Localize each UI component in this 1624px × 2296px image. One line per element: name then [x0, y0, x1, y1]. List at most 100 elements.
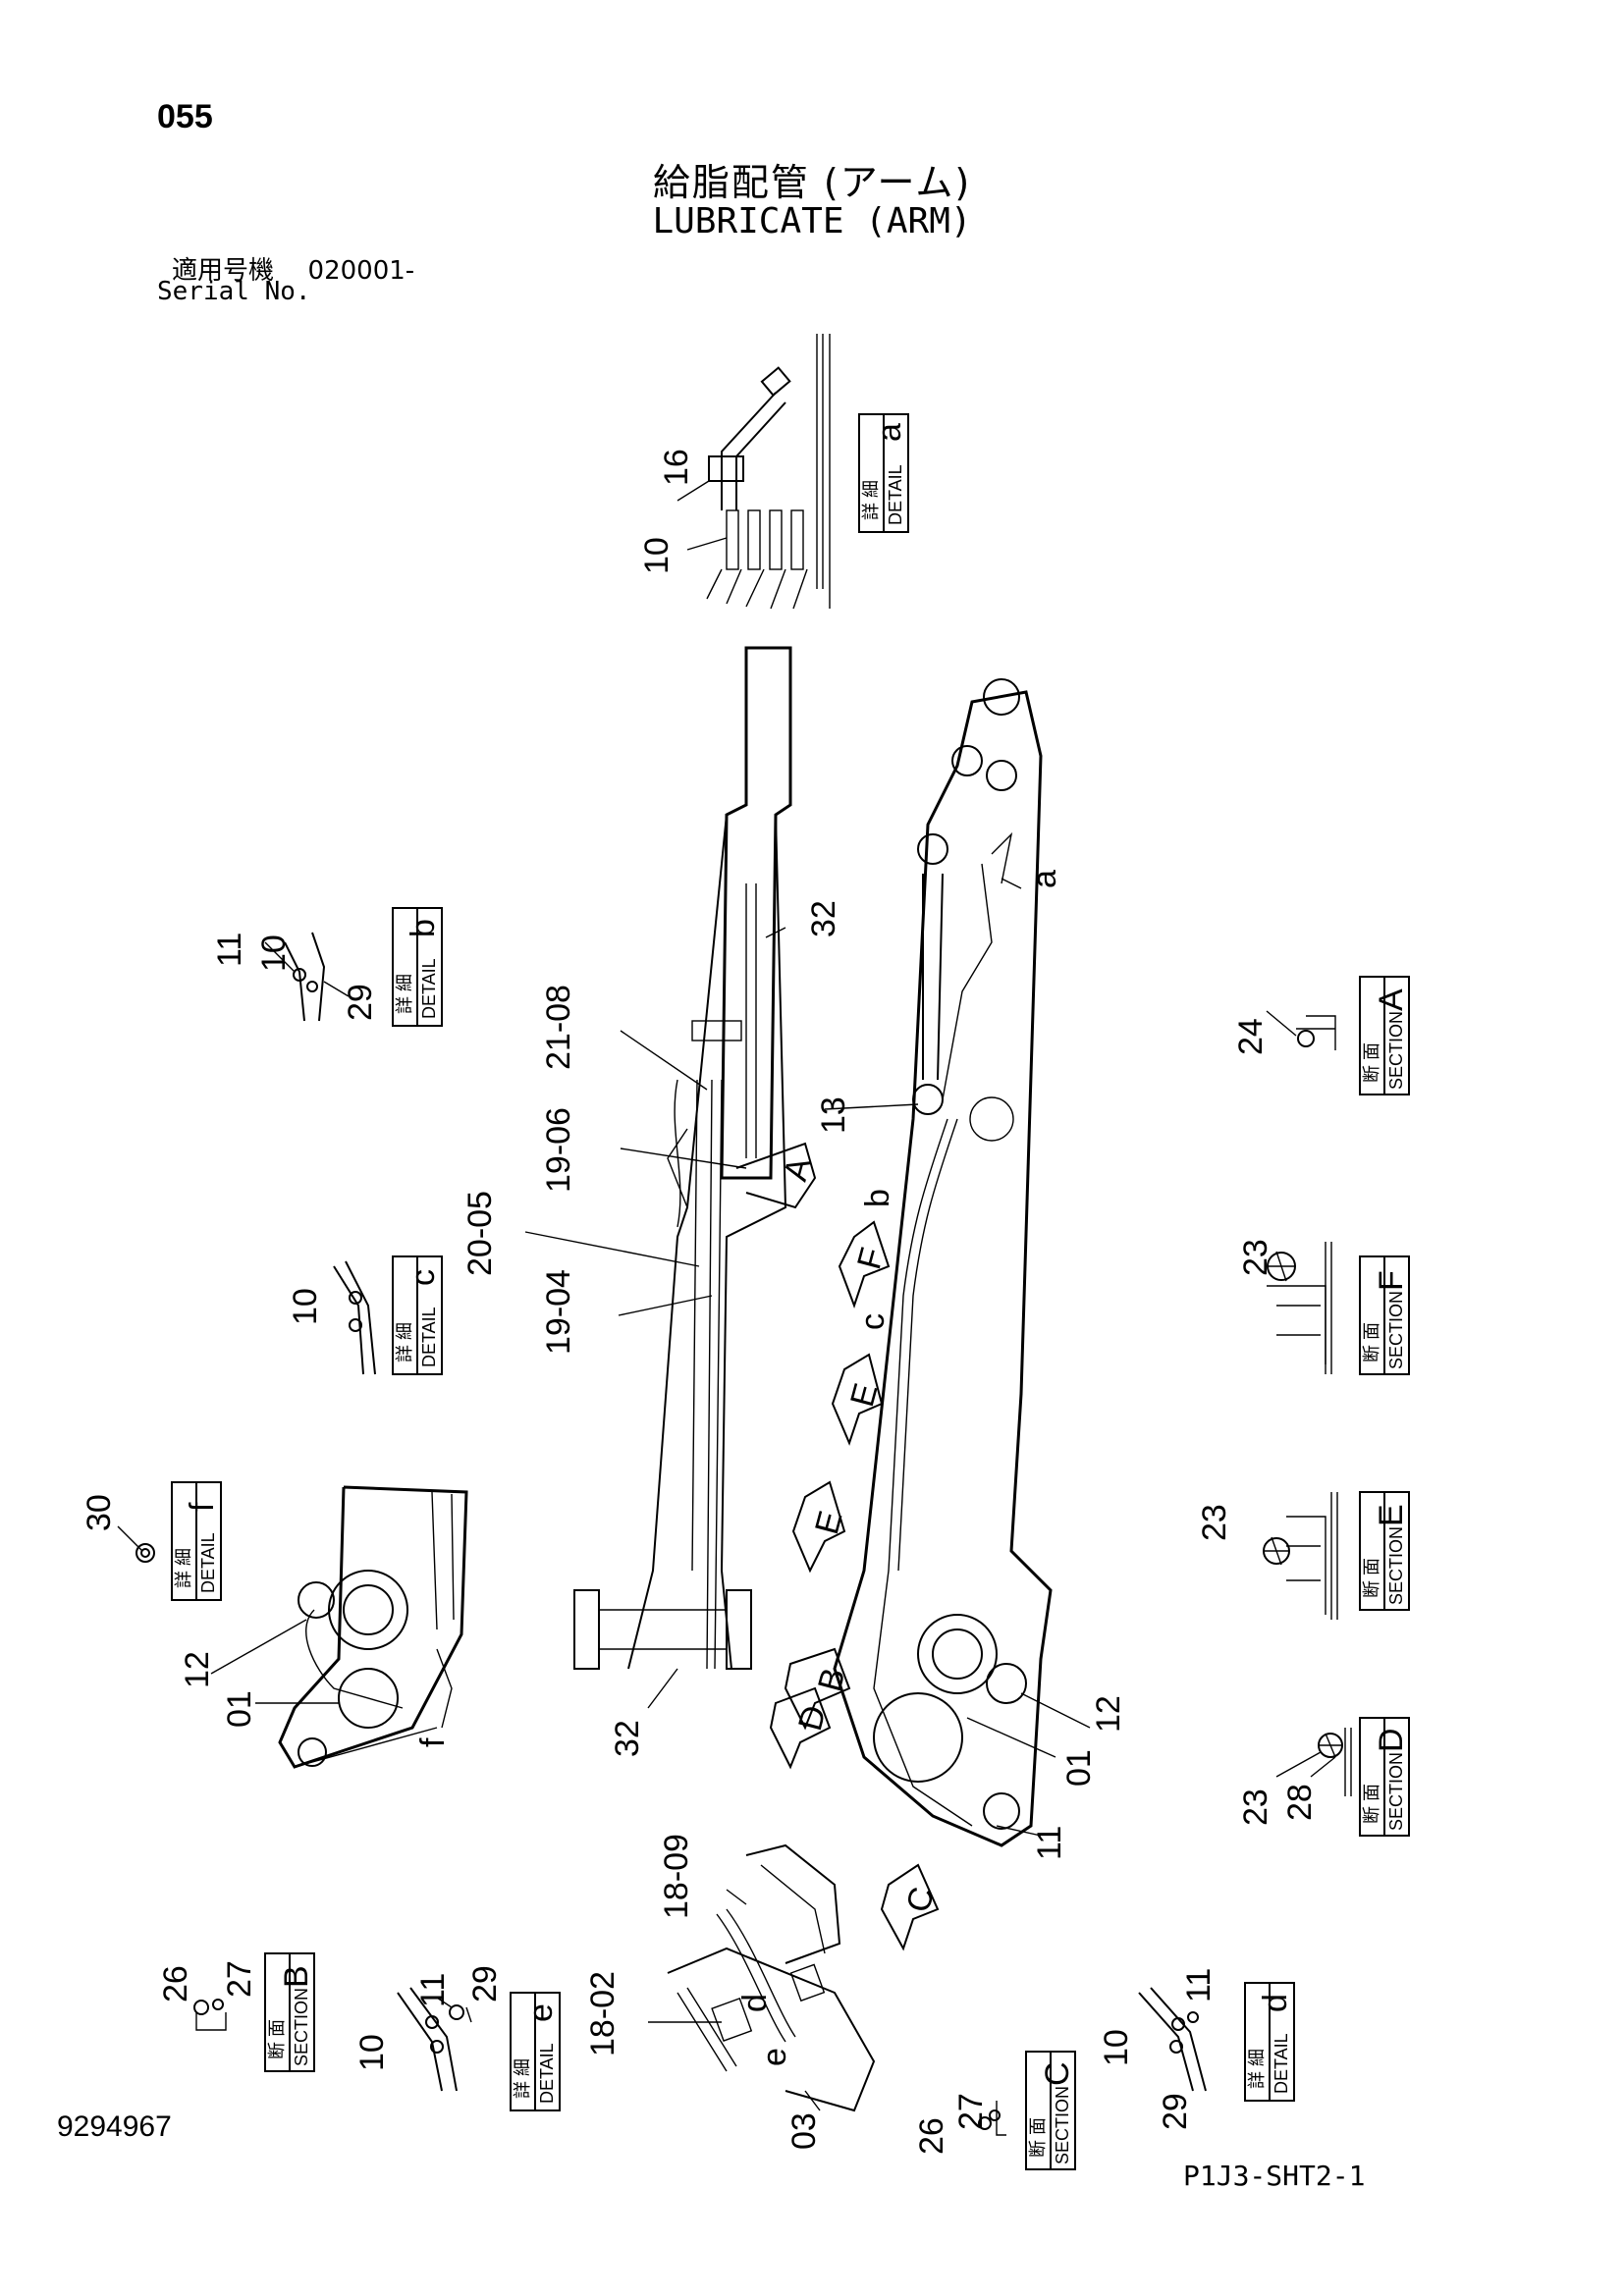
section-F-view: [1267, 1242, 1332, 1374]
serial-row: 適用号機 020001-: [172, 250, 414, 287]
part-label-18-09: 18-09: [658, 1834, 695, 1919]
svg-text:D: D: [791, 1702, 834, 1735]
svg-text:E: E: [808, 1507, 850, 1538]
svg-text:断 面: 断 面: [1028, 2117, 1048, 2158]
part-label-21-08: 21-08: [540, 985, 577, 1070]
svg-text:F: F: [850, 1244, 892, 1273]
detail-box-a: 詳 細 DETAIL a: [858, 413, 909, 533]
detail-letter-b: b: [405, 919, 442, 937]
svg-text:SECTION: SECTION: [1386, 1011, 1406, 1090]
detail-box-f: 詳 細 DETAIL f: [171, 1481, 222, 1601]
part-label-26: 26: [913, 2117, 950, 2155]
section-letter-B: B: [278, 1965, 315, 1988]
part-label-12: 12: [1090, 1695, 1127, 1733]
svg-text:断 面: 断 面: [1362, 1042, 1381, 1083]
detail-b-view: [264, 932, 350, 1022]
title-japanese: 給脂配管 (アーム): [652, 161, 972, 204]
arrow-letter-b: b: [859, 1189, 896, 1207]
svg-text:詳 細: 詳 細: [174, 1548, 193, 1588]
section-box-C: 断 面 SECTION C: [1025, 2051, 1076, 2170]
section-C-view: [978, 2101, 1006, 2136]
part-label-20-05: 20-05: [461, 1191, 499, 1276]
part-label-27: 27: [952, 2093, 990, 2130]
part-label-30: 30: [81, 1494, 118, 1531]
arrow-letter-e: e: [756, 2048, 793, 2066]
page-number: 055: [157, 98, 213, 135]
section-A-view: [1266, 1010, 1336, 1050]
part-label-12: 12: [179, 1651, 216, 1688]
part-label-24: 24: [1232, 1018, 1270, 1055]
part-label-11: 11: [1031, 1826, 1068, 1860]
svg-text:断 面: 断 面: [267, 2019, 287, 2059]
part-label-29: 29: [1157, 2093, 1194, 2130]
part-label-29: 29: [466, 1965, 504, 2002]
arrow-letter-f: f: [414, 1737, 452, 1747]
part-label-16: 16: [658, 449, 695, 486]
detail-letter-f: f: [184, 1502, 221, 1512]
detail-a-view: [677, 334, 831, 610]
detail-letter-e: e: [522, 2003, 560, 2022]
part-label-10: 10: [638, 537, 676, 574]
detail-letter-c: c: [405, 1269, 442, 1286]
detail-c-view: [333, 1260, 376, 1375]
svg-text:A: A: [777, 1153, 819, 1185]
part-label-23: 23: [1237, 1239, 1274, 1276]
svg-text:C: C: [899, 1884, 942, 1917]
detail-e-view: [397, 1987, 472, 2092]
part-label-10: 10: [1098, 2029, 1135, 2066]
part-label-13: 13: [815, 1096, 852, 1134]
bucket-link-view: [667, 1843, 876, 2112]
detail-letter-a: a: [871, 423, 908, 442]
svg-text:SECTION: SECTION: [1386, 1526, 1406, 1605]
section-letter-C: C: [1039, 2061, 1076, 2086]
part-label-10: 10: [287, 1288, 324, 1325]
part-label-32: 32: [609, 1720, 646, 1757]
part-label-10: 10: [255, 934, 293, 972]
section-box-A: 断 面 SECTION A: [1359, 976, 1410, 1095]
serial-label-jp: 適用号機: [172, 256, 275, 286]
section-arrow-E-upper: E: [831, 1353, 886, 1446]
part-label-26: 26: [157, 1965, 194, 2002]
detail-box-d: 詳 細 DETAIL d: [1244, 1982, 1295, 2102]
title-english: LUBRICATE (ARM): [652, 201, 972, 241]
svg-text:DETAIL: DETAIL: [198, 1532, 218, 1593]
section-D-view: [1318, 1728, 1352, 1796]
section-box-B: 断 面 SECTION B: [264, 1952, 315, 2072]
detail-box-e: 詳 細 DETAIL e: [510, 1992, 561, 2111]
part-label-19-04: 19-04: [540, 1269, 577, 1355]
detail-box-en: DETAIL: [886, 464, 905, 525]
serial-label-en: Serial No.: [157, 277, 311, 306]
arm-end-view-left: [278, 1485, 468, 1769]
part-label-32: 32: [805, 900, 842, 937]
part-label-01: 01: [221, 1690, 258, 1728]
detail-box-jp: 詳 細: [861, 480, 881, 520]
part-label-10: 10: [353, 2034, 391, 2071]
svg-text:DETAIL: DETAIL: [419, 958, 439, 1019]
section-letter-D: D: [1373, 1728, 1410, 1752]
arrow-letter-d: d: [736, 1994, 774, 2012]
section-E-view: [1263, 1492, 1338, 1620]
part-label-23: 23: [1237, 1789, 1274, 1826]
part-label-29: 29: [342, 984, 379, 1021]
section-arrow-F: F: [838, 1220, 892, 1308]
section-box-E: 断 面 SECTION E: [1359, 1491, 1410, 1611]
svg-text:SECTION: SECTION: [1386, 1291, 1406, 1369]
svg-text:DETAIL: DETAIL: [1272, 2033, 1291, 2094]
detail-box-c: 詳 細 DETAIL c: [392, 1255, 443, 1375]
section-letter-A: A: [1373, 988, 1410, 1011]
svg-text:DETAIL: DETAIL: [419, 1307, 439, 1367]
svg-text:詳 細: 詳 細: [513, 2058, 532, 2099]
document-number: 9294967: [57, 2110, 172, 2143]
part-label-11: 11: [414, 1973, 452, 2007]
svg-text:B: B: [811, 1664, 853, 1695]
part-label-03: 03: [785, 2112, 823, 2150]
svg-text:詳 細: 詳 細: [395, 1322, 414, 1362]
section-arrow-C: C: [880, 1863, 942, 1951]
arrow-letter-a: a: [1026, 870, 1063, 888]
detail-d-view: [1138, 1987, 1207, 2092]
section-letter-F: F: [1373, 1270, 1410, 1291]
svg-text:E: E: [843, 1379, 886, 1411]
section-box-F: 断 面 SECTION F: [1359, 1255, 1410, 1375]
part-label-19-06: 19-06: [540, 1107, 577, 1193]
